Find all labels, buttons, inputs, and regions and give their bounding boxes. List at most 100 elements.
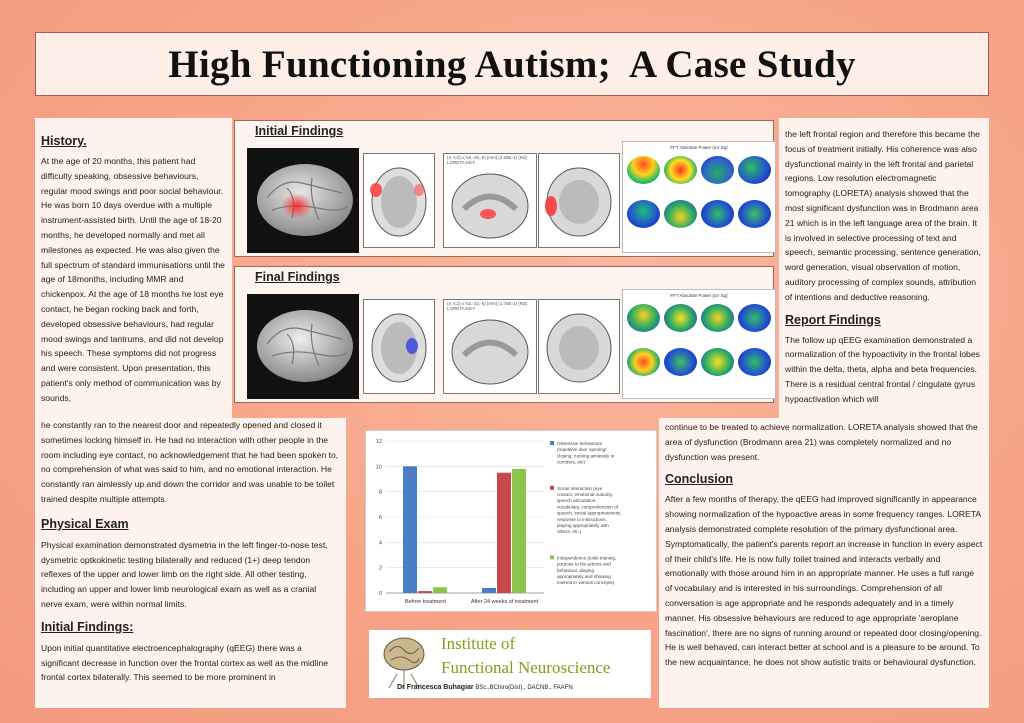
history-panel: History. At the age of 20 months, this p… [35, 118, 232, 418]
bar [418, 591, 432, 593]
left-lower-panel: he constantly ran to the nearest door an… [35, 418, 346, 708]
topo-maps-final: FFT Absolute Power (uV Sq) [622, 289, 776, 399]
history-text: At the age of 20 months, this patient ha… [41, 156, 225, 403]
legend-entry-line: contact, emotional maturity, [557, 492, 613, 497]
legend-entry-line: speech, social appropriateness, [557, 511, 622, 516]
bar [403, 466, 417, 593]
y-tick-label: 8 [379, 490, 382, 496]
legend-swatch [550, 555, 554, 560]
topo-maps-initial: FFT Absolute Power (uV Sq) [622, 141, 776, 253]
x-tick-label: Before treatment [405, 599, 446, 605]
legend-swatch [550, 441, 554, 445]
legend-entry-line: corridors, etc) [557, 460, 586, 465]
mri-axial-final [363, 299, 435, 394]
final-findings-label: Final Findings [255, 270, 340, 284]
legend-entry-line: playing appropriately with [557, 523, 609, 528]
mri-header-final: (X,Y,Z)=(-52,-32,-5) [mm] (1.78E-3) (Rd)… [447, 301, 528, 311]
legend-entry: Independence (toilet training, purpose to… [557, 555, 616, 585]
mri-coronal-initial [538, 153, 620, 248]
brain-logo-icon [383, 637, 425, 689]
history-heading: History. [41, 134, 87, 148]
legend-entry-line: closing, running aimlessly in [557, 453, 615, 458]
topo-map [627, 156, 660, 184]
right-lower-panel: continue to be treated to achieve normal… [659, 418, 989, 708]
author-line: Dr Francesca Buhagiar BSc.,BChiro(Dist).… [397, 684, 573, 691]
right-upper-panel: the left frontal region and therefore th… [779, 118, 989, 418]
author-name: Dr Francesca Buhagiar [397, 684, 474, 691]
mri-sagittal-final: (X,Y,Z)=(-52,-32,-5) [mm] (1.78E-3) (Rd)… [443, 299, 537, 394]
legend-entry-line: interest in various concepts) [557, 580, 615, 585]
physical-exam-heading: Physical Exam [41, 516, 129, 531]
report-findings-heading: Report Findings [785, 312, 881, 327]
brain-3d-render-initial [247, 148, 359, 253]
logo-line-1: Institute of [441, 634, 516, 653]
initial-findings-label: Initial Findings [255, 124, 344, 138]
logo-line-2: Functional Neuroscience [441, 658, 611, 677]
report-findings-continued: continue to be treated to achieve normal… [665, 422, 978, 462]
poster-title-box: High Functioning Autism; A Case Study [35, 32, 989, 96]
legend-entry-line: appropriately and showing [557, 574, 611, 579]
topo-map [627, 200, 660, 228]
bar [512, 468, 526, 593]
legend-entry: Obsessive behaviours(repetitive door ope… [557, 441, 615, 465]
brain-3d-render-final [247, 294, 359, 399]
x-tick-label: After 24 weeks of treatment [471, 599, 539, 605]
legend-entry-line: (repetitive door opening/ [557, 447, 607, 452]
initial-findings-text: Upon initial quantitative electroencepha… [41, 642, 329, 683]
topo-map [738, 200, 771, 228]
right-top-text: the left frontal region and therefore th… [785, 129, 981, 302]
legend-entry-line: Social interaction (eye [557, 486, 603, 491]
y-tick-label: 4 [379, 540, 382, 546]
y-tick-label: 10 [376, 464, 382, 470]
conclusion-heading: Conclusion [665, 472, 734, 487]
legend-entry-line: speech articulation, [557, 498, 597, 503]
topo-map [701, 156, 734, 184]
topo-map [664, 348, 697, 376]
mri-coronal-final [538, 299, 620, 394]
y-tick-label: 12 [376, 439, 382, 445]
topo-map [701, 304, 734, 332]
topo-map [701, 348, 734, 376]
final-findings-figure: Final Findings (X,Y,Z)=(-52,-32,-5) [mm]… [234, 266, 776, 403]
initial-findings-figure: Initial Findings (X,Y,Z)=(-52,-25,-5) [m… [234, 120, 776, 257]
topo-title-final: FFT Absolute Power (uV Sq) [670, 293, 728, 298]
conclusion-text: After a few months of therapy, the qEEG … [665, 494, 983, 668]
topo-map [701, 200, 734, 228]
legend-entry-line: vocabulary, comprehension of [557, 504, 619, 509]
legend-entry-line: Obsessive behaviours [557, 441, 603, 446]
legend-entry-line: purpose to his actions and [557, 562, 611, 567]
topo-map [738, 348, 771, 376]
legend-entry-line: behaviour, playing [557, 568, 594, 573]
author-credentials: BSc.,BChiro(Dist)., DACNB., FAAFN [473, 685, 573, 691]
legend-swatch [550, 485, 554, 490]
bar [497, 472, 511, 593]
history-continued: he constantly ran to the nearest door an… [41, 420, 339, 504]
institute-logo-box: Institute of Functional Neuroscience Dr … [369, 630, 651, 698]
mri-axial-initial [363, 153, 435, 248]
topo-map [664, 304, 697, 332]
legend-entry-line: others, etc.) [557, 529, 582, 534]
topo-map [664, 200, 697, 228]
topo-title-initial: FFT Absolute Power (uV Sq) [670, 145, 728, 150]
mri-header-initial: (X,Y,Z)=(-52,-25,-5) [mm] (2.56E-3) (Rd)… [447, 155, 528, 165]
report-findings-text: The follow up qEEG examination demonstra… [785, 334, 980, 404]
mri-sagittal-initial: (X,Y,Z)=(-52,-25,-5) [mm] (2.56E-3) (Rd)… [443, 153, 537, 248]
topo-map [664, 156, 697, 184]
initial-findings-heading: Initial Findings: [41, 619, 134, 634]
y-tick-label: 6 [379, 515, 382, 521]
y-tick-label: 0 [379, 591, 382, 597]
topo-map [738, 156, 771, 184]
topo-map [627, 348, 660, 376]
poster-title: High Functioning Autism; A Case Study [168, 42, 856, 86]
bar [482, 587, 496, 593]
topo-map [627, 304, 660, 332]
legend-entry-line: Independence (toilet training, [557, 555, 616, 560]
bar [433, 587, 447, 593]
y-tick-label: 2 [379, 566, 382, 572]
physical-exam-text: Physical examination demonstrated dysmet… [41, 539, 328, 609]
legend-entry-line: response to instructions, [557, 517, 607, 522]
topo-map [738, 304, 771, 332]
